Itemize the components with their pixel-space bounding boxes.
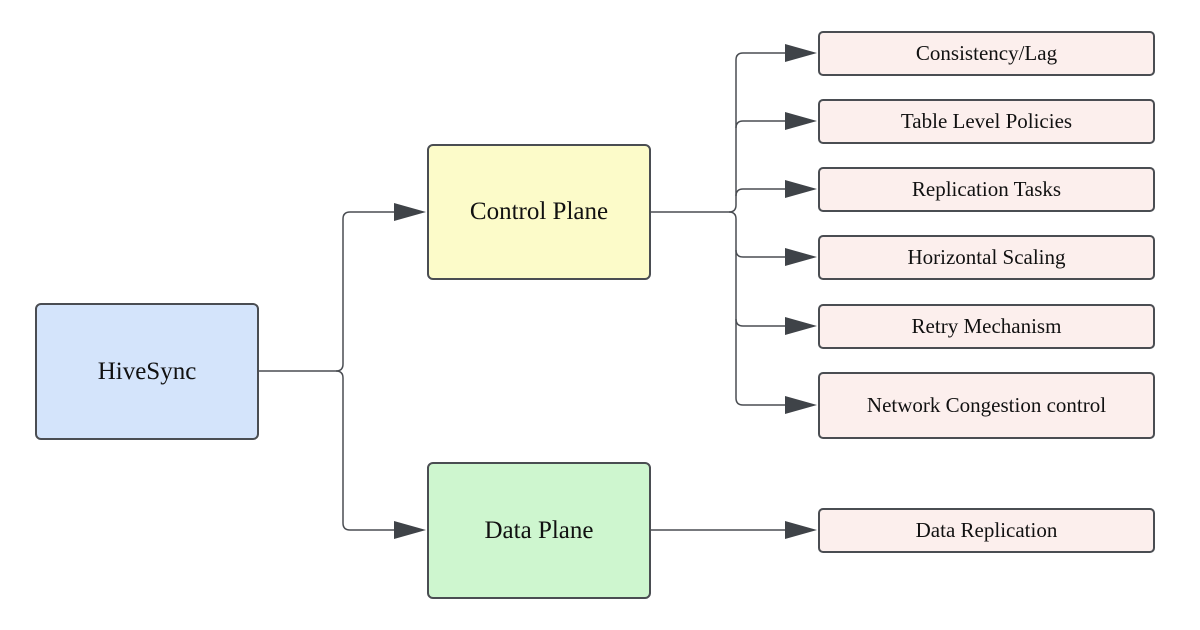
leaf-label: Consistency/Lag <box>915 41 1058 66</box>
edge-to-table-level-policies <box>735 120 785 129</box>
arrowhead-table-level-policies <box>785 112 817 130</box>
leaf-label: Retry Mechanism <box>911 314 1062 339</box>
leaf-label: Replication Tasks <box>911 177 1062 202</box>
node-data-plane-label: Data Plane <box>484 516 594 544</box>
arrowhead-horizontal-scaling <box>785 248 817 266</box>
node-hivesync-label: HiveSync <box>97 357 197 385</box>
node-data-plane: Data Plane <box>427 462 651 599</box>
leaf-network-congestion-control: Network Congestion control <box>818 372 1155 439</box>
leaf-table-level-policies: Table Level Policies <box>818 99 1155 144</box>
node-control-plane: Control Plane <box>427 144 651 280</box>
node-hivesync: HiveSync <box>35 303 259 440</box>
leaf-replication-tasks: Replication Tasks <box>818 167 1155 212</box>
leaf-retry-mechanism: Retry Mechanism <box>818 304 1155 349</box>
arrowhead-data-plane <box>394 521 426 539</box>
arrowhead-consistency-lag <box>785 44 817 62</box>
edge-control-plane-lower-trunk <box>728 211 785 406</box>
leaf-horizontal-scaling: Horizontal Scaling <box>818 235 1155 280</box>
leaf-label: Table Level Policies <box>900 109 1073 134</box>
leaf-data-replication: Data Replication <box>818 508 1155 553</box>
edge-root-to-control-plane <box>259 211 394 372</box>
leaf-label: Network Congestion control <box>866 393 1107 418</box>
arrowhead-control-plane <box>394 203 426 221</box>
leaf-label: Data Replication <box>915 518 1058 543</box>
edge-to-retry-mechanism <box>735 318 785 327</box>
arrowhead-network-congestion <box>785 396 817 414</box>
leaf-consistency-lag: Consistency/Lag <box>818 31 1155 76</box>
node-control-plane-label: Control Plane <box>469 198 609 225</box>
leaf-label: Horizontal Scaling <box>907 245 1066 270</box>
edge-control-plane-trunk <box>651 52 785 213</box>
edge-to-replication-tasks <box>735 188 785 197</box>
arrowhead-retry-mechanism <box>785 317 817 335</box>
arrowhead-data-replication <box>785 521 817 539</box>
edge-root-to-data-plane <box>335 370 394 531</box>
edge-to-horizontal-scaling <box>735 249 785 258</box>
arrowhead-replication-tasks <box>785 180 817 198</box>
